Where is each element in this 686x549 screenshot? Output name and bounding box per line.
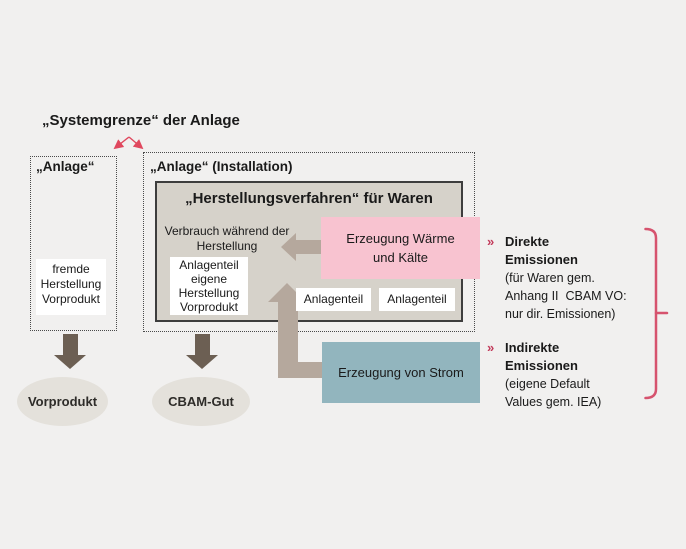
indirect-emissions-detail: (eigene Default Values gem. IEA) [505,377,602,409]
indirect-emissions-title: Indirekte Emissionen [505,340,578,373]
cbam-gut-ellipse: CBAM-Gut [152,377,250,426]
vorprodukt-ellipse: Vorprodukt [17,377,108,426]
heat-generation-box: Erzeugung Wärme und Kälte [321,217,480,279]
vorprodukt-arrow [54,334,86,369]
page-title: „Systemgrenze“ der Anlage [42,112,240,129]
consumption-label: Verbrauch während der Herstellung [164,224,290,253]
cbam-gut-label: CBAM-Gut [168,394,234,409]
direct-chevron-icon: » [487,234,495,249]
systemgrenze-arrow-right [128,136,144,150]
anlagenteil-box-2: Anlagenteil [379,288,455,311]
process-title: „Herstellungsverfahren“ für Waren [185,190,433,207]
anlage-left-label: „Anlage“ [36,159,95,174]
indirect-chevron-icon: » [487,340,495,355]
own-production-box: Anlagenteil eigene Herstellung Vorproduk… [170,257,248,315]
direct-emissions-detail: (für Waren gem. Anhang II CBAM VO: nur d… [505,271,627,321]
systemgrenze-arrow-left [113,136,130,150]
anlage-installation-label: „Anlage“ (Installation) [150,159,293,174]
anlagenteil-box-1: Anlagenteil [296,288,371,311]
vorprodukt-label: Vorprodukt [27,394,98,409]
cbam-arrow [186,334,218,369]
anlage-left-box [30,156,117,331]
indirect-emissions-item: Indirekte Emissionen (eigene Default Val… [505,339,655,411]
power-generation-box: Erzeugung von Strom [322,342,480,403]
fremde-vorprodukt-box: fremde Herstellung Vorprodukt [36,259,106,315]
direct-emissions-item: Direkte Emissionen (für Waren gem. Anhan… [505,233,655,323]
direct-emissions-title: Direkte Emissionen [505,234,578,267]
